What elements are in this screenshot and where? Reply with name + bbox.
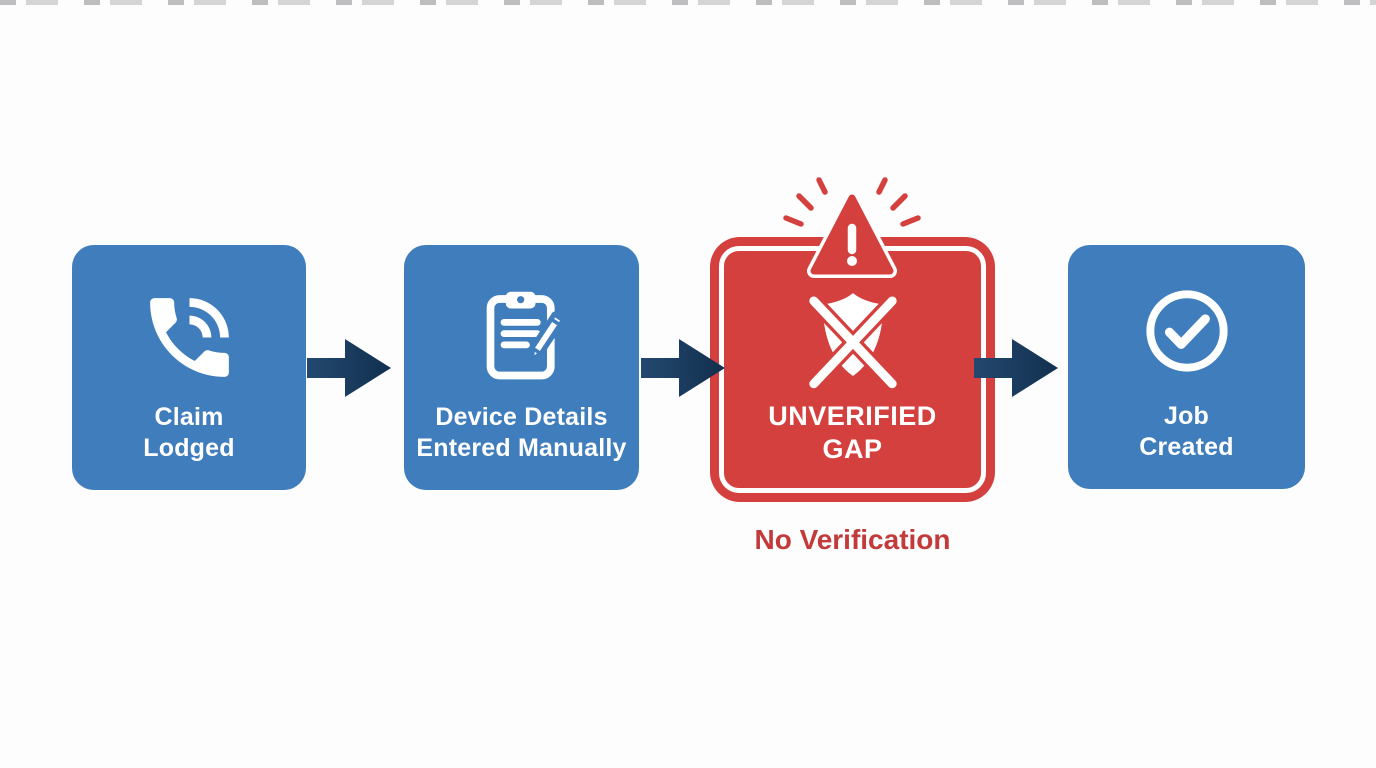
shield-crossed-icon xyxy=(710,283,995,395)
no-verification-caption: No Verification xyxy=(754,524,951,555)
flow-arrow-right-icon xyxy=(641,337,727,399)
step-claim-lodged: Claim Lodged xyxy=(72,245,306,490)
step-label-line: Job xyxy=(1163,402,1210,430)
flow-arrow-right-icon xyxy=(974,337,1060,399)
step-label-line: UNVERIFIED xyxy=(768,401,937,431)
step-label-line: Created xyxy=(1139,433,1234,461)
step-label-line: Claim xyxy=(154,403,224,431)
step-job-created: Job Created xyxy=(1068,245,1305,489)
clipboard-pencil-icon xyxy=(404,281,639,389)
flow-arrow-right-icon xyxy=(307,337,393,399)
step-label: UNVERIFIED GAP xyxy=(710,400,995,466)
step-device-details: Device Details Entered Manually xyxy=(404,245,639,490)
phone-icon xyxy=(72,285,306,390)
step-label-line: Device Details xyxy=(435,403,608,431)
step-label: Job Created xyxy=(1068,401,1305,463)
step-label-line: GAP xyxy=(822,434,883,464)
step-label-line: Entered Manually xyxy=(416,434,627,462)
step-label-line: Lodged xyxy=(143,434,235,462)
step-unverified-gap: UNVERIFIED GAP xyxy=(710,177,995,502)
check-circle-icon xyxy=(1068,281,1305,381)
step-label: Claim Lodged xyxy=(72,402,306,464)
top-edge-artifact xyxy=(0,0,1376,5)
step-label: Device Details Entered Manually xyxy=(404,402,639,464)
warning-triangle-icon xyxy=(777,176,927,291)
